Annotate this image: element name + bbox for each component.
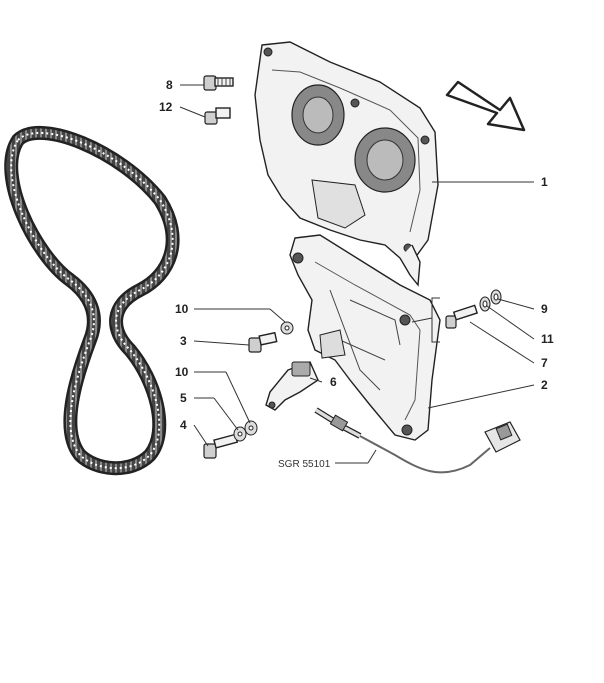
timing-belt (4, 125, 180, 476)
callout-10-bottom: 10 (175, 365, 189, 379)
speed-sensor (314, 407, 521, 474)
bolt-8 (203, 75, 234, 91)
drawing-code: SGR 55101 (278, 459, 331, 470)
bolt-7-assembly (445, 289, 502, 329)
callout-2: 2 (541, 378, 548, 392)
callout-12: 12 (159, 100, 173, 114)
callout-5: 5 (180, 391, 187, 405)
callout-10-top: 10 (175, 302, 189, 316)
direction-arrow (445, 80, 526, 132)
upper-timing-cover (254, 41, 439, 287)
bolt-3-assembly (248, 321, 294, 353)
callout-3: 3 (180, 334, 187, 348)
callout-labels: 1 2 3 4 5 6 7 8 9 10 10 11 12 SGR 55101 (159, 78, 554, 470)
callout-1: 1 (541, 175, 548, 189)
callout-7: 7 (541, 356, 548, 370)
leader-lines (179, 84, 535, 464)
lower-timing-cover (289, 234, 441, 441)
callout-8: 8 (166, 78, 173, 92)
callout-6: 6 (330, 375, 337, 389)
stud-12 (204, 107, 231, 125)
callout-9: 9 (541, 302, 548, 316)
callout-11: 11 (541, 332, 554, 346)
callout-4: 4 (180, 418, 187, 432)
sensor-bracket-6 (265, 361, 319, 411)
bolt-4-assembly (203, 420, 258, 459)
